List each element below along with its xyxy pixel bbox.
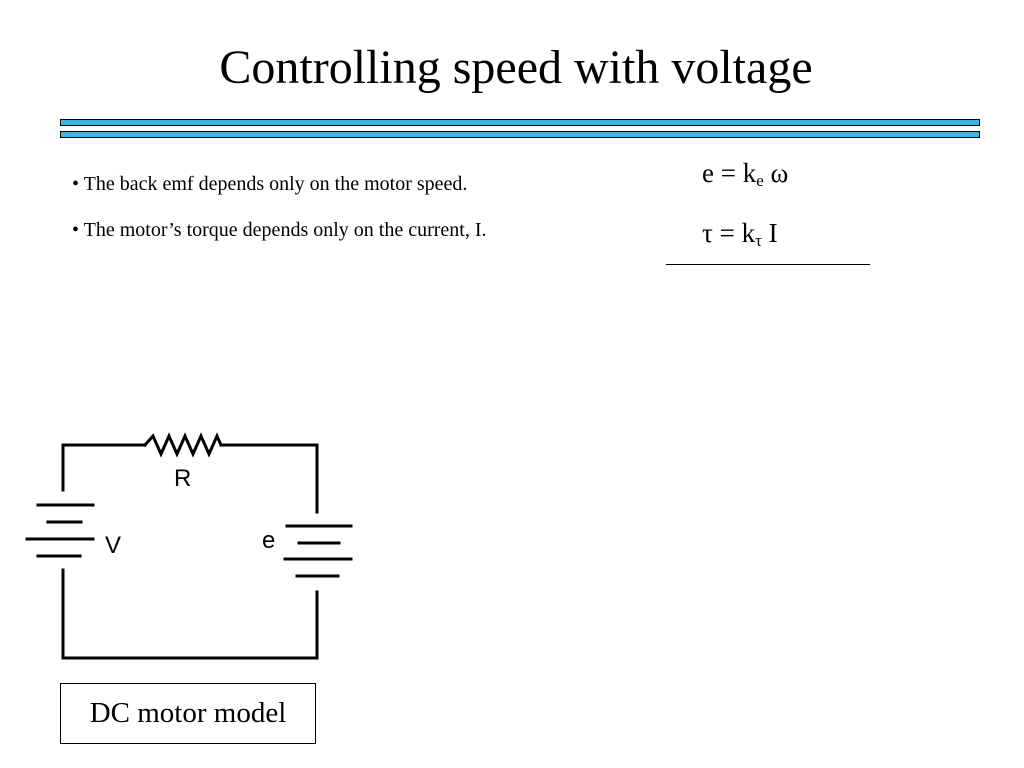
- resistor-zigzag: [142, 432, 223, 458]
- resistor-label: R: [174, 465, 191, 492]
- equation-back-emf: e = ke ω: [702, 157, 788, 189]
- title-rule-bottom: [60, 131, 980, 138]
- wire-top-left: [61, 443, 147, 492]
- wire-top-right: [219, 443, 319, 514]
- source-voltage-label: V: [105, 532, 121, 559]
- equation-torque-rhs: I: [761, 218, 778, 248]
- wire-bottom: [61, 568, 319, 660]
- equation-underline: [666, 264, 870, 265]
- bullet-torque: • The motor’s torque depends only on the…: [72, 219, 487, 241]
- caption-box: DC motor model: [60, 683, 316, 744]
- equation-back-emf-lhs: e = k: [702, 158, 757, 188]
- equation-torque: τ = kτ I: [702, 217, 778, 249]
- equation-torque-subscript: τ: [755, 231, 762, 250]
- back-emf-label: e: [262, 527, 275, 554]
- equation-back-emf-subscript: e: [756, 171, 764, 190]
- bullet-back-emf: • The back emf depends only on the motor…: [72, 173, 468, 195]
- title-rule-top: [60, 119, 980, 126]
- slide-title: Controlling speed with voltage: [219, 41, 813, 94]
- equation-torque-lhs: τ = k: [702, 218, 756, 248]
- equation-back-emf-rhs: ω: [763, 158, 789, 188]
